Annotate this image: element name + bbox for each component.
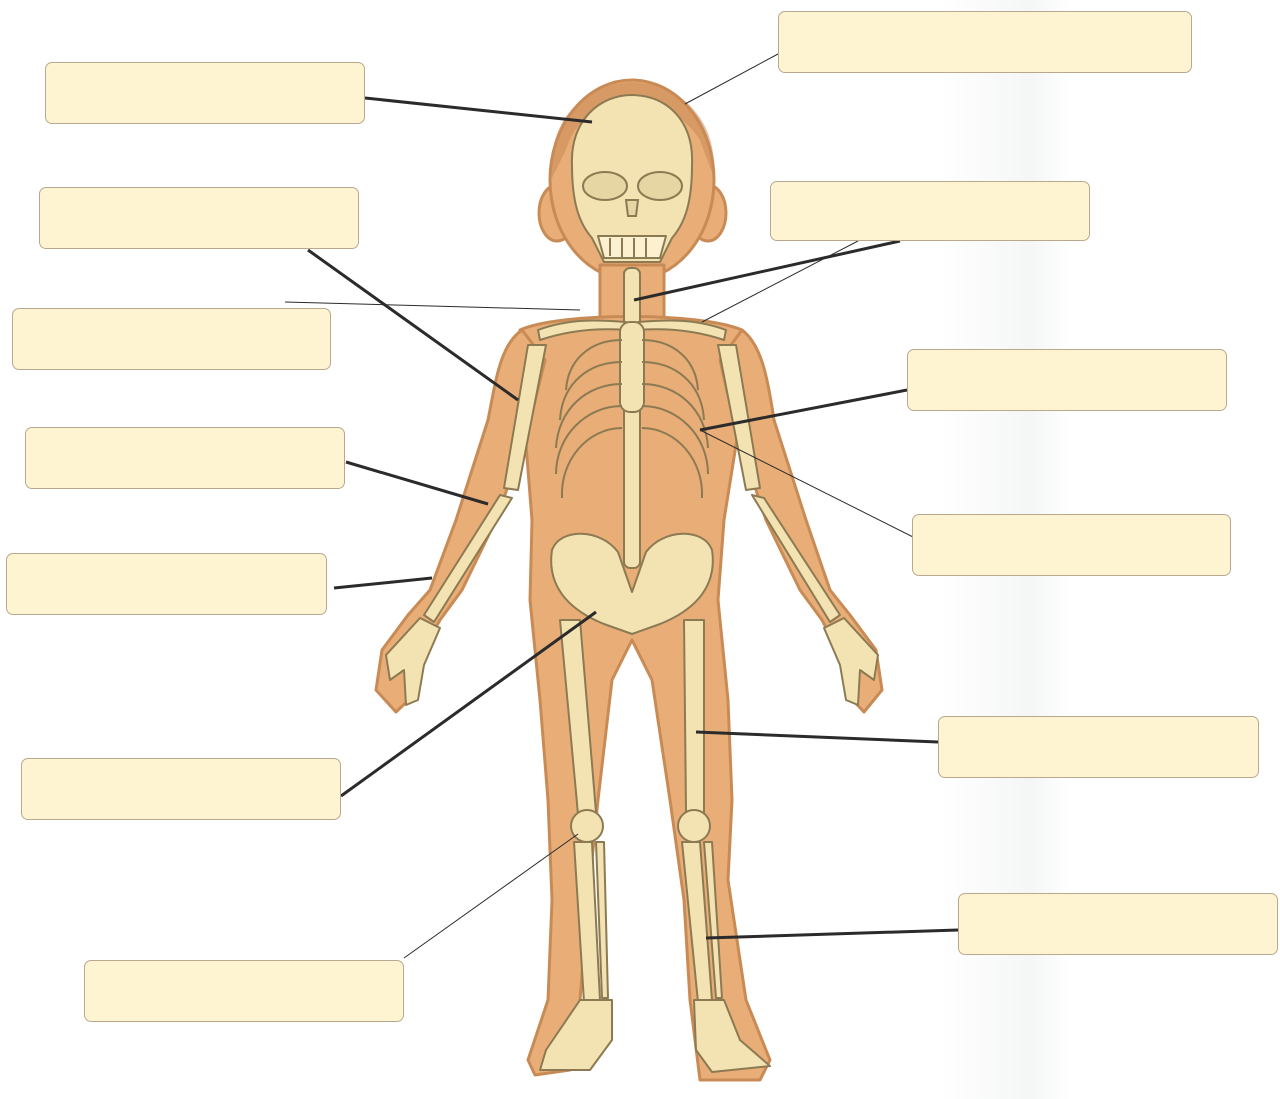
leader-line-3 [308, 250, 518, 400]
label-box-5[interactable] [12, 308, 331, 370]
label-box-2[interactable] [778, 11, 1192, 73]
label-box-10[interactable] [938, 716, 1259, 778]
label-box-7[interactable] [25, 427, 345, 489]
label-box-12[interactable] [958, 893, 1278, 955]
label-box-3[interactable] [39, 187, 359, 249]
leader-line-12 [706, 930, 958, 938]
leader-line-5 [285, 302, 580, 310]
leader-line-2 [685, 54, 778, 104]
left-eye-socket [583, 172, 627, 200]
label-box-1[interactable] [45, 62, 365, 124]
leader-line-9 [334, 578, 432, 588]
leader-line-10 [696, 732, 938, 742]
label-box-4[interactable] [770, 181, 1090, 241]
leader-line-8 [700, 430, 929, 545]
leader-line-4b [702, 241, 858, 322]
label-box-8[interactable] [912, 514, 1231, 576]
nasal-cavity [626, 200, 638, 216]
right-eye-socket [638, 172, 682, 200]
label-box-13[interactable] [84, 960, 404, 1022]
leader-line-1 [365, 98, 592, 122]
label-box-9[interactable] [6, 553, 327, 615]
label-box-11[interactable] [21, 758, 341, 820]
label-box-6[interactable] [907, 349, 1227, 411]
